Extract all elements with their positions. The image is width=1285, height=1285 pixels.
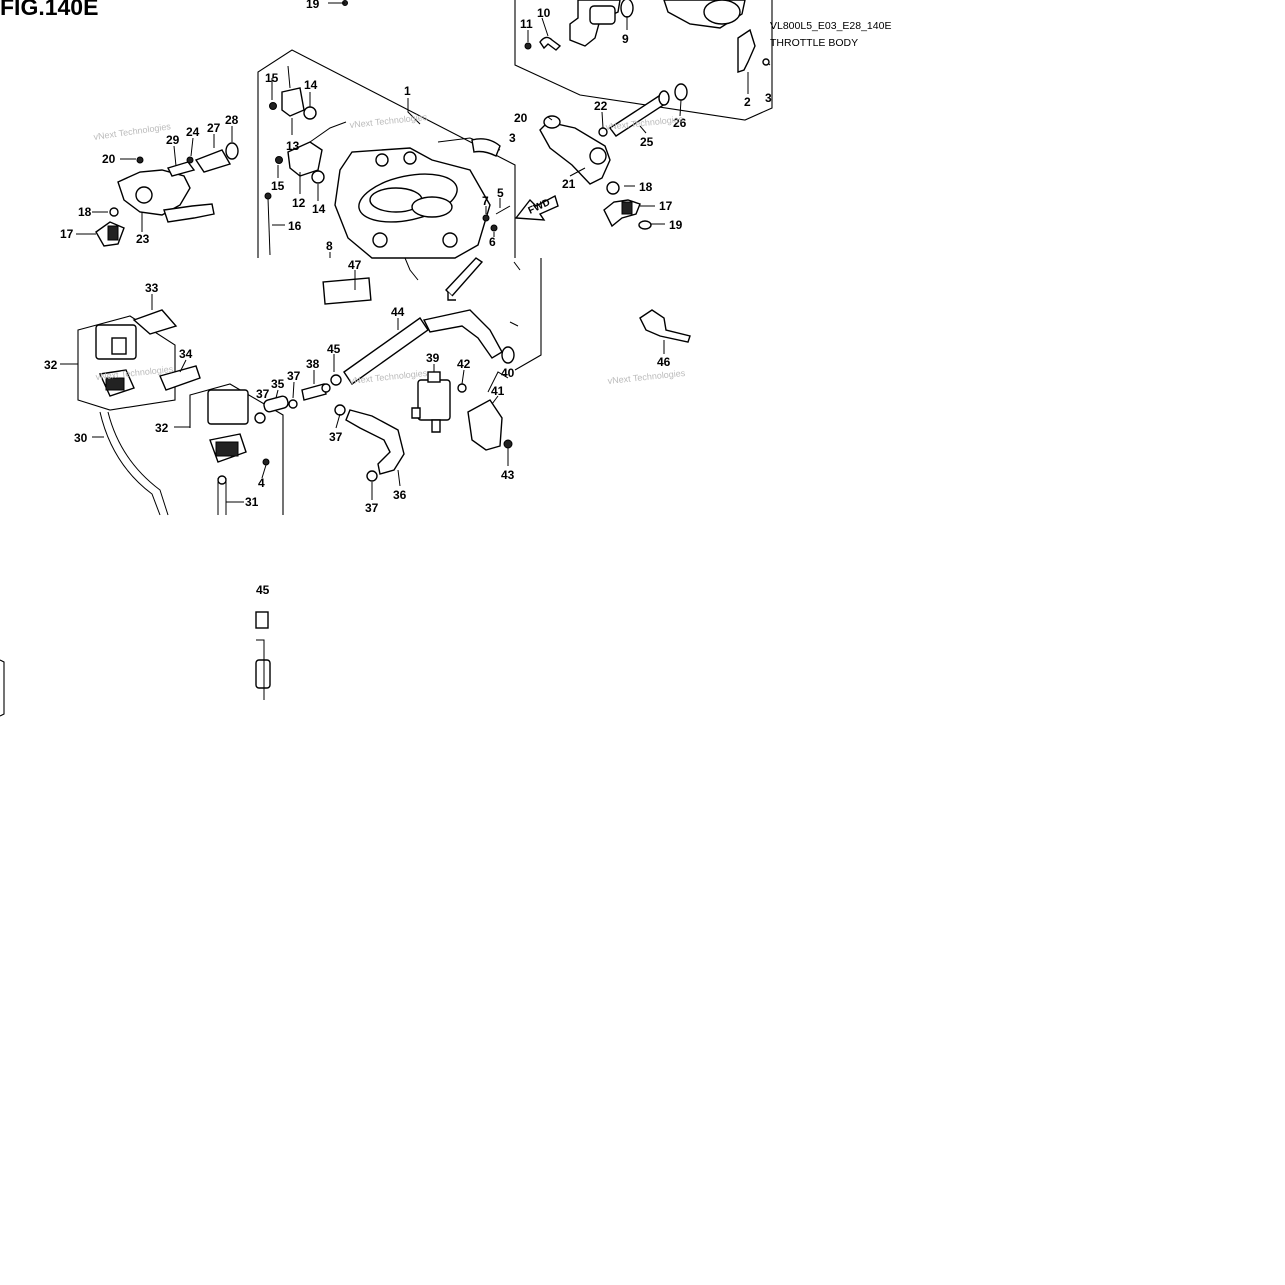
callout-40: 40 [501,366,515,380]
callout-17b: 17 [60,227,74,241]
callout-28: 28 [225,113,239,127]
figure-code: VL800L5_E03_E28_140E [770,20,892,32]
solenoid-valve [411,371,513,451]
callout-21: 21 [562,177,576,191]
callout-6: 6 [489,235,496,249]
bracket-46 [639,309,691,343]
sensor-cluster-top [524,0,771,73]
callout-32b: 32 [155,421,169,435]
callout-numbers: 1 2 3 3 4 5 6 7 8 9 10 11 12 13 14 14 15… [44,0,772,597]
hose-section [322,261,521,386]
callout-46: 46 [657,355,671,369]
callout-5: 5 [497,186,504,200]
callout-17: 17 [659,199,673,213]
callout-33: 33 [145,281,159,295]
callout-1: 1 [404,84,411,98]
diagram-frames [0,0,773,717]
callout-22: 22 [594,99,608,113]
callout-19: 19 [669,218,683,232]
callout-37d: 37 [365,501,379,515]
throttle-sensors [264,0,348,256]
callout-19b: 19 [306,0,320,11]
callout-37b: 37 [256,387,270,401]
callout-25: 25 [640,135,654,149]
callout-31: 31 [245,495,259,509]
callout-37: 37 [287,369,301,383]
callout-20: 20 [514,111,528,125]
callout-45: 45 [327,342,341,356]
lower-fragment [255,611,271,700]
injector-right [603,181,652,230]
callout-10: 10 [537,6,551,20]
callout-36: 36 [393,488,407,502]
callout-29: 29 [166,133,180,147]
callout-43: 43 [501,468,515,482]
callout-9: 9 [622,32,629,46]
callout-45b: 45 [256,583,270,597]
callout-14: 14 [304,78,318,92]
callout-27: 27 [207,121,221,135]
callout-3: 3 [765,91,772,105]
callout-24: 24 [186,125,200,139]
callout-39: 39 [426,351,440,365]
fwd-arrow [514,194,559,221]
callout-47: 47 [348,258,362,272]
callout-44: 44 [391,305,405,319]
watermark-2: vNext Technologies [349,112,428,130]
callout-11: 11 [520,17,533,31]
callout-18: 18 [639,180,653,194]
callout-15: 15 [265,71,279,85]
small-parts: FWD [482,194,559,232]
callout-15b: 15 [271,179,285,193]
callout-13: 13 [286,139,300,153]
fuel-rail-cluster [539,83,688,185]
callout-23: 23 [136,232,150,246]
leader-lines [60,2,749,503]
callout-14b: 14 [312,202,326,216]
figure-title: FIG.140E [0,0,99,20]
callout-4: 4 [258,476,265,490]
callout-8: 8 [326,239,333,253]
throttle-body-assembly [334,137,501,298]
callout-12: 12 [292,196,306,210]
callout-38: 38 [306,357,320,371]
watermark-6: vNext Technologies [607,368,686,386]
callout-42: 42 [457,357,471,371]
callout-32: 32 [44,358,58,372]
callout-41: 41 [491,384,505,398]
callout-35: 35 [271,377,285,391]
callout-30: 30 [74,431,88,445]
small-hoses [254,383,405,482]
callout-3b: 3 [509,131,516,145]
map-sensors [95,309,270,516]
callout-37c: 37 [329,430,343,444]
callout-16: 16 [288,219,302,233]
injector-left [95,142,239,247]
callout-26: 26 [673,116,687,130]
callout-7: 7 [482,194,489,208]
watermark-1: vNext Technologies [93,121,172,142]
callout-34: 34 [179,347,193,361]
callout-18b: 18 [78,205,92,219]
callout-20b: 20 [102,152,116,166]
callout-2: 2 [744,95,751,109]
figure-name: THROTTLE BODY [770,37,859,49]
